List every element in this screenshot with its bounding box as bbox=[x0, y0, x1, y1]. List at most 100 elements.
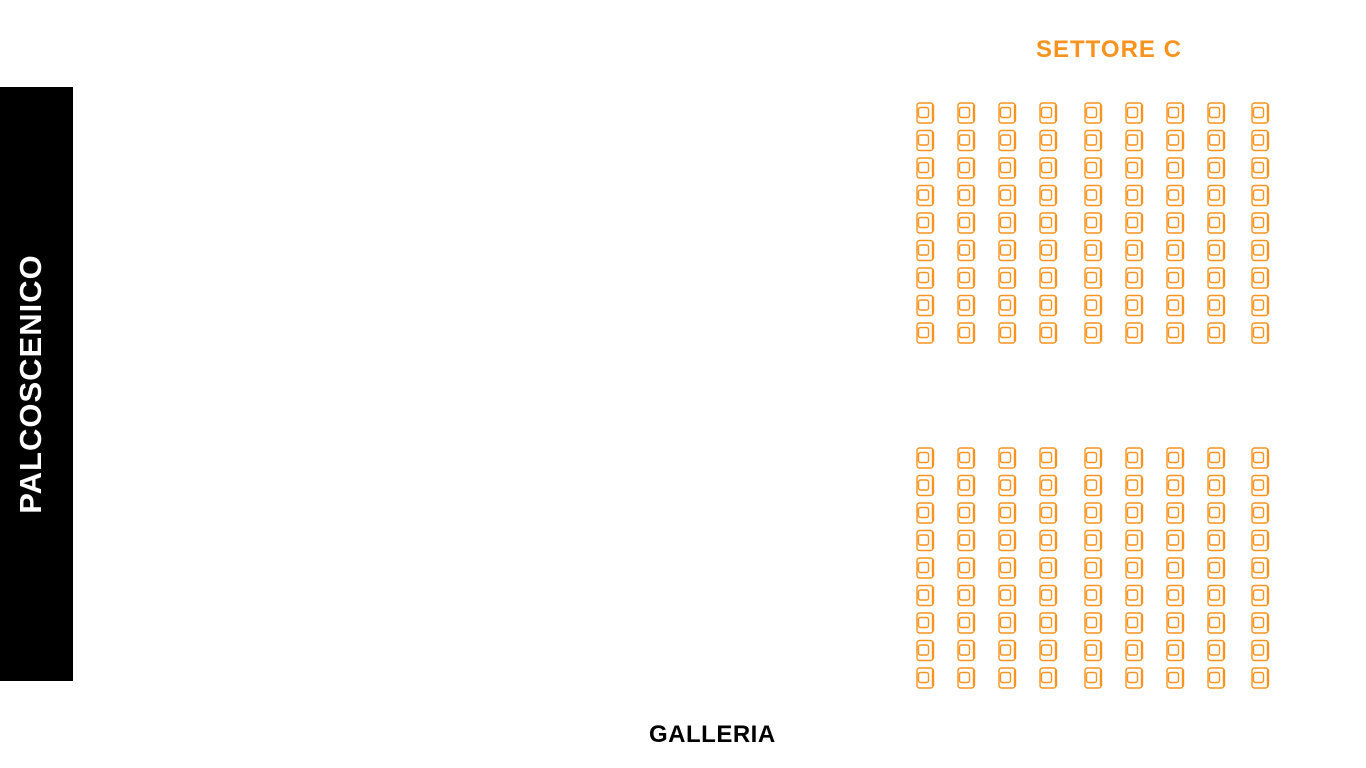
seat[interactable] bbox=[1125, 612, 1144, 634]
seat[interactable] bbox=[1125, 102, 1144, 124]
seat[interactable] bbox=[1039, 584, 1058, 607]
seat[interactable] bbox=[1166, 667, 1185, 689]
seat[interactable] bbox=[1166, 639, 1185, 662]
seat[interactable] bbox=[916, 157, 935, 179]
seat[interactable] bbox=[1251, 322, 1270, 344]
seat[interactable] bbox=[1125, 447, 1144, 469]
seat[interactable] bbox=[916, 294, 935, 317]
seat[interactable] bbox=[1207, 184, 1226, 207]
seat[interactable] bbox=[1207, 529, 1226, 552]
seat[interactable] bbox=[957, 212, 976, 234]
seat[interactable] bbox=[1039, 157, 1058, 179]
seat[interactable] bbox=[1084, 502, 1103, 524]
seat[interactable] bbox=[998, 639, 1017, 662]
seat[interactable] bbox=[916, 667, 935, 689]
seat[interactable] bbox=[1166, 184, 1185, 207]
seat[interactable] bbox=[1084, 212, 1103, 234]
seat[interactable] bbox=[1207, 502, 1226, 524]
seat[interactable] bbox=[1125, 267, 1144, 289]
seat[interactable] bbox=[957, 184, 976, 207]
seat[interactable] bbox=[1084, 447, 1103, 469]
seat[interactable] bbox=[1166, 447, 1185, 469]
seat[interactable] bbox=[1251, 584, 1270, 607]
seat[interactable] bbox=[1125, 212, 1144, 234]
seat[interactable] bbox=[1251, 129, 1270, 152]
seat[interactable] bbox=[916, 502, 935, 524]
seat[interactable] bbox=[916, 447, 935, 469]
seat[interactable] bbox=[1166, 529, 1185, 552]
seat[interactable] bbox=[1125, 529, 1144, 552]
seat[interactable] bbox=[1166, 294, 1185, 317]
seat[interactable] bbox=[998, 612, 1017, 634]
seat[interactable] bbox=[1125, 157, 1144, 179]
seat[interactable] bbox=[957, 322, 976, 344]
seat[interactable] bbox=[1166, 557, 1185, 579]
seat[interactable] bbox=[1207, 612, 1226, 634]
seat[interactable] bbox=[1166, 612, 1185, 634]
seat[interactable] bbox=[998, 239, 1017, 262]
seat[interactable] bbox=[1039, 612, 1058, 634]
seat[interactable] bbox=[1207, 639, 1226, 662]
seat[interactable] bbox=[1251, 667, 1270, 689]
seat[interactable] bbox=[916, 102, 935, 124]
seat[interactable] bbox=[1084, 157, 1103, 179]
seat[interactable] bbox=[957, 102, 976, 124]
seat[interactable] bbox=[998, 129, 1017, 152]
seat[interactable] bbox=[1251, 639, 1270, 662]
seat[interactable] bbox=[916, 639, 935, 662]
seat[interactable] bbox=[957, 502, 976, 524]
seat[interactable] bbox=[1207, 447, 1226, 469]
seat[interactable] bbox=[957, 529, 976, 552]
seat[interactable] bbox=[998, 212, 1017, 234]
seat[interactable] bbox=[1207, 322, 1226, 344]
seat[interactable] bbox=[1251, 502, 1270, 524]
seat[interactable] bbox=[998, 157, 1017, 179]
seat[interactable] bbox=[957, 667, 976, 689]
seat[interactable] bbox=[1084, 184, 1103, 207]
seat[interactable] bbox=[916, 184, 935, 207]
seat[interactable] bbox=[1166, 239, 1185, 262]
seat[interactable] bbox=[1251, 557, 1270, 579]
seat[interactable] bbox=[1251, 212, 1270, 234]
seat[interactable] bbox=[1039, 102, 1058, 124]
seat[interactable] bbox=[1084, 667, 1103, 689]
seat[interactable] bbox=[998, 667, 1017, 689]
seat[interactable] bbox=[1207, 267, 1226, 289]
seat[interactable] bbox=[1039, 447, 1058, 469]
seat[interactable] bbox=[1125, 322, 1144, 344]
seat[interactable] bbox=[1039, 322, 1058, 344]
seat[interactable] bbox=[1166, 157, 1185, 179]
seat[interactable] bbox=[1207, 129, 1226, 152]
seat[interactable] bbox=[1207, 239, 1226, 262]
seat[interactable] bbox=[1084, 529, 1103, 552]
seat[interactable] bbox=[1039, 502, 1058, 524]
seat[interactable] bbox=[916, 129, 935, 152]
seat[interactable] bbox=[1251, 612, 1270, 634]
seat[interactable] bbox=[1084, 322, 1103, 344]
seat[interactable] bbox=[957, 129, 976, 152]
seat[interactable] bbox=[1251, 157, 1270, 179]
seat[interactable] bbox=[1084, 129, 1103, 152]
seat[interactable] bbox=[1166, 474, 1185, 497]
seat[interactable] bbox=[957, 557, 976, 579]
seat[interactable] bbox=[916, 267, 935, 289]
seat[interactable] bbox=[1166, 267, 1185, 289]
seat[interactable] bbox=[916, 529, 935, 552]
seat[interactable] bbox=[998, 474, 1017, 497]
seat[interactable] bbox=[1251, 447, 1270, 469]
seat[interactable] bbox=[916, 557, 935, 579]
seat[interactable] bbox=[1251, 102, 1270, 124]
seat[interactable] bbox=[1207, 474, 1226, 497]
seat[interactable] bbox=[998, 294, 1017, 317]
seat[interactable] bbox=[1084, 267, 1103, 289]
seat[interactable] bbox=[998, 322, 1017, 344]
seat[interactable] bbox=[1039, 639, 1058, 662]
seat[interactable] bbox=[1039, 184, 1058, 207]
seat[interactable] bbox=[1251, 267, 1270, 289]
seat[interactable] bbox=[1125, 639, 1144, 662]
seat[interactable] bbox=[916, 612, 935, 634]
seat[interactable] bbox=[1084, 557, 1103, 579]
seat[interactable] bbox=[1207, 294, 1226, 317]
seat[interactable] bbox=[916, 212, 935, 234]
seat[interactable] bbox=[1039, 557, 1058, 579]
